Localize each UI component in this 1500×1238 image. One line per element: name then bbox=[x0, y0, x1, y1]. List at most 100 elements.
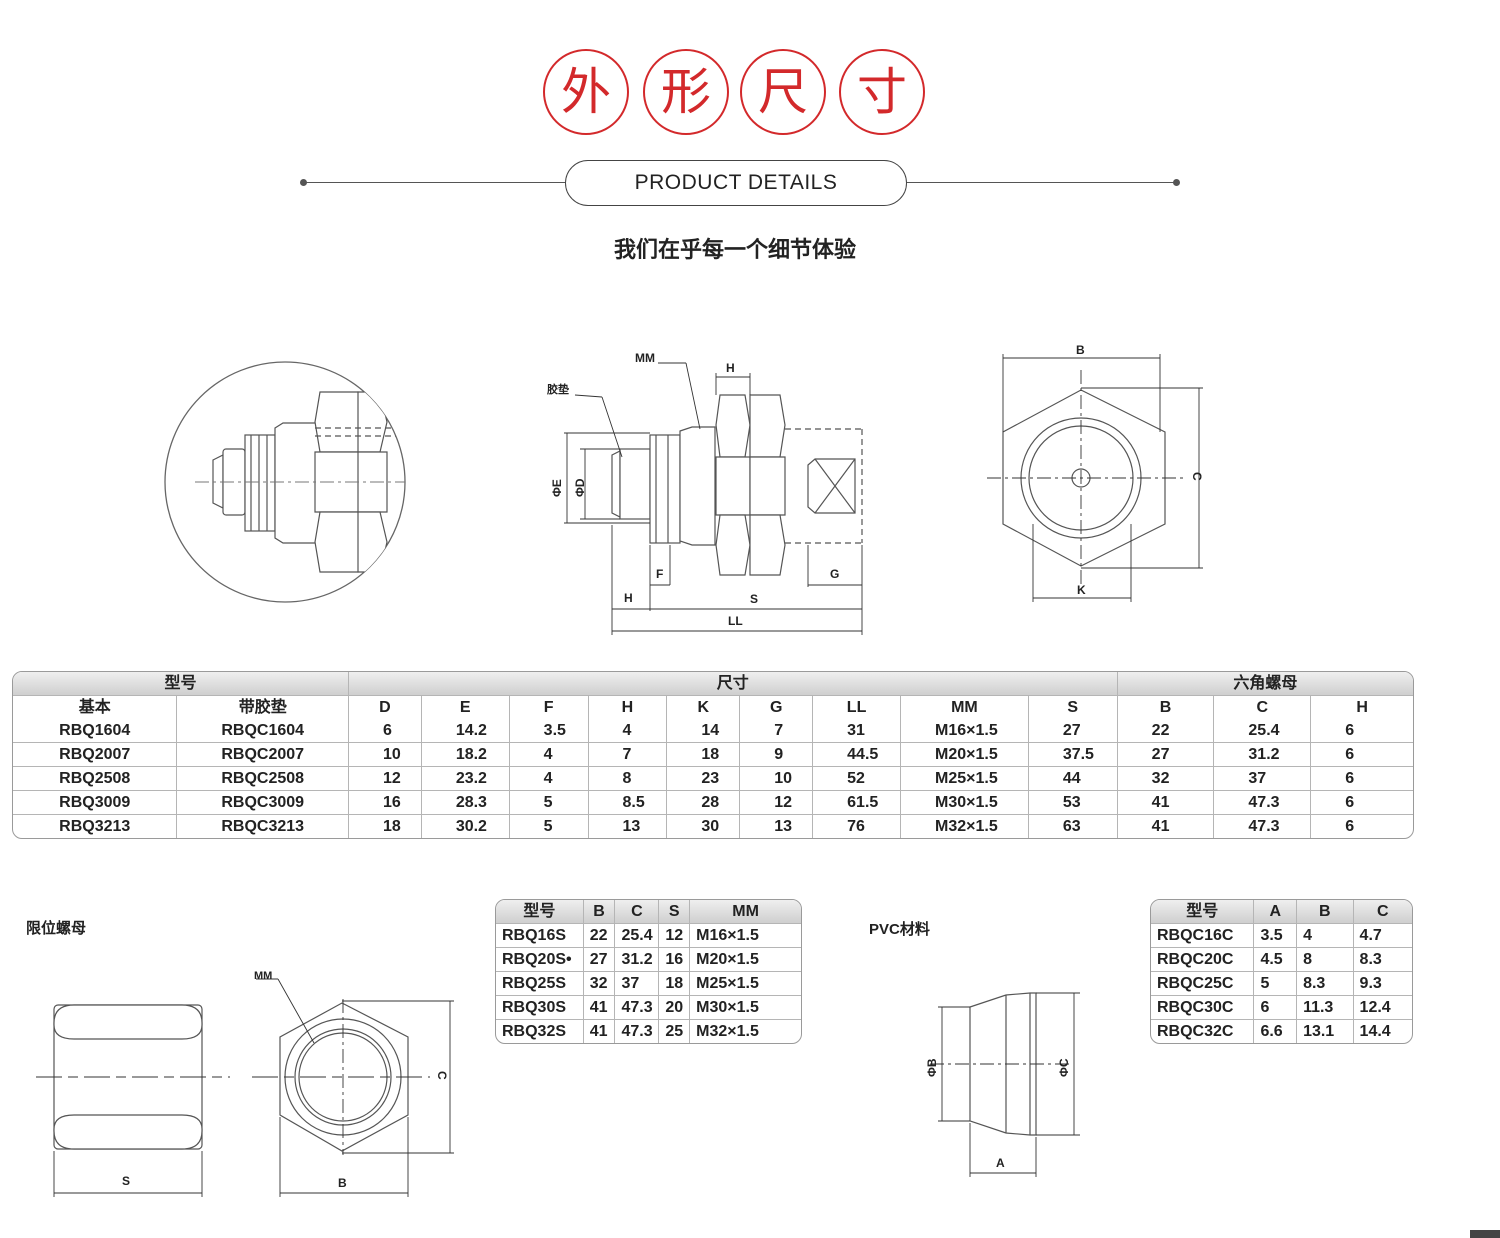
corner-marker bbox=[1470, 1230, 1500, 1238]
pvc-dim-label-a: A bbox=[996, 1156, 1005, 1170]
table-cell: 10 bbox=[740, 767, 814, 791]
title-char: 寸 bbox=[839, 49, 925, 135]
table-cell: RBQC1604 bbox=[177, 719, 349, 743]
table-cell: RBQ20S• bbox=[496, 948, 584, 972]
dimension-table: 型号 尺寸 六角螺母 基本 带胶垫 D E F H K G LL MM S B … bbox=[12, 671, 1414, 839]
nut-dim-label-b: B bbox=[338, 1176, 347, 1190]
column-header: C bbox=[1353, 900, 1412, 924]
table-cell: 4.5 bbox=[1254, 948, 1298, 972]
table-cell: 12.4 bbox=[1353, 996, 1412, 1020]
column-header: C bbox=[615, 900, 660, 924]
table-cell: 23.2 bbox=[421, 767, 510, 791]
table-cell: 22 bbox=[1117, 719, 1215, 743]
table-cell: 14 bbox=[667, 719, 741, 743]
side-view-drawing: MM 胶垫 H ΦE ΦD F G H S LL bbox=[547, 351, 863, 635]
table-cell: 3.5 bbox=[1254, 924, 1298, 948]
table-cell: 4 bbox=[509, 767, 589, 791]
dim-label-phi-e: ΦE bbox=[550, 479, 564, 497]
table-cell: 5 bbox=[509, 791, 589, 815]
table-cell: RBQ3213 bbox=[13, 815, 178, 838]
column-header: B bbox=[1117, 696, 1215, 719]
column-header: A bbox=[1254, 900, 1298, 924]
subtitle: 我们在乎每一个细节体验 bbox=[613, 238, 856, 263]
table-cell: 5 bbox=[510, 815, 589, 838]
column-header: H bbox=[588, 696, 668, 719]
table-cell: 28 bbox=[667, 791, 741, 815]
nut-dim-label-mm: MM bbox=[254, 970, 272, 982]
table-cell: 6 bbox=[1311, 719, 1413, 743]
table-cell: 4.7 bbox=[1353, 924, 1412, 948]
table-cell: RBQ16S bbox=[496, 924, 584, 948]
table-cell: 23 bbox=[667, 767, 741, 791]
table-cell: 30.2 bbox=[422, 815, 510, 838]
column-header: 型号 bbox=[496, 900, 584, 924]
table-cell: 4 bbox=[588, 719, 668, 743]
column-header: G bbox=[740, 696, 814, 719]
nut-dim-label-s: S bbox=[122, 1174, 130, 1188]
divider-dot-right bbox=[1173, 179, 1180, 186]
table-cell: M25×1.5 bbox=[901, 767, 1029, 791]
dim-label-h-bottom: H bbox=[624, 591, 633, 605]
table-cell: RBQC3009 bbox=[177, 791, 349, 815]
table-cell: 47.3 bbox=[615, 1020, 660, 1043]
table-cell: 25.4 bbox=[1214, 719, 1312, 743]
table-cell: 41 bbox=[1117, 791, 1215, 815]
table-cell: RBQ2508 bbox=[13, 767, 178, 791]
table-cell: 27 bbox=[1117, 743, 1215, 767]
column-header: 基本 bbox=[13, 696, 178, 719]
column-header: B bbox=[1297, 900, 1354, 924]
column-header: 带胶垫 bbox=[177, 696, 349, 719]
table-cell: 12 bbox=[659, 924, 691, 948]
group-header-model: 型号 bbox=[13, 672, 349, 696]
table-cell: RBQ1604 bbox=[13, 719, 178, 743]
table-cell: 9 bbox=[740, 743, 814, 767]
table-cell: 16 bbox=[659, 948, 691, 972]
table-cell: RBQC2007 bbox=[177, 743, 349, 767]
column-header: F bbox=[509, 696, 589, 719]
table-cell: M20×1.5 bbox=[901, 743, 1029, 767]
table-cell: 18.2 bbox=[421, 743, 510, 767]
table-cell: RBQC16C bbox=[1151, 924, 1255, 948]
table-cell: RBQC3213 bbox=[177, 815, 349, 838]
table-cell: 6 bbox=[1254, 996, 1298, 1020]
table-cell: 7 bbox=[740, 719, 814, 743]
table-cell: RBQ32S bbox=[496, 1020, 584, 1043]
table-cell: 25 bbox=[659, 1020, 691, 1043]
table-cell: 20 bbox=[659, 996, 691, 1020]
table-cell: 47.3 bbox=[1214, 791, 1312, 815]
table-cell: 6.6 bbox=[1254, 1020, 1298, 1043]
table-cell: 16 bbox=[348, 791, 422, 815]
table-cell: 47.3 bbox=[1214, 815, 1312, 838]
table-cell: M32×1.5 bbox=[901, 815, 1029, 838]
pvc-dim-label-phi-b: ΦB bbox=[925, 1058, 939, 1077]
column-header: D bbox=[348, 696, 422, 719]
table-cell: M20×1.5 bbox=[690, 948, 801, 972]
table-cell: M32×1.5 bbox=[696, 1023, 759, 1040]
table-cell: 12 bbox=[740, 791, 814, 815]
end-view-drawing: B C K bbox=[987, 343, 1204, 602]
table-cell: 32 bbox=[1117, 767, 1215, 791]
nut-dim-label-c: C bbox=[435, 1071, 449, 1080]
table-cell: 8 bbox=[588, 767, 668, 791]
table-cell: M25×1.5 bbox=[690, 972, 801, 996]
pvc-gasket-drawing: ΦB ΦC A bbox=[925, 992, 1080, 1177]
table-cell: 4 bbox=[1297, 924, 1354, 948]
dim-label-g: G bbox=[830, 567, 839, 581]
table-cell: 4 bbox=[509, 743, 589, 767]
table-cell: 76 bbox=[813, 815, 901, 838]
column-header: 型号 bbox=[1151, 900, 1255, 924]
table-cell: 37 bbox=[615, 972, 660, 996]
divider-line-right bbox=[906, 182, 1177, 183]
table-cell: 9.3 bbox=[1353, 972, 1412, 996]
